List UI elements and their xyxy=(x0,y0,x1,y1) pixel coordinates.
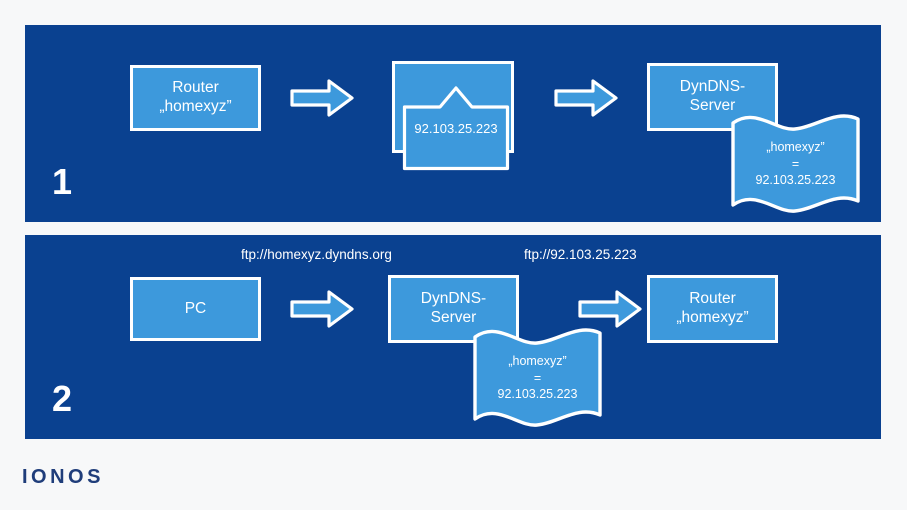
step2-arrow-right-2-icon xyxy=(577,287,643,331)
step2-caption-left: ftp://homexyz.dyndns.org xyxy=(241,247,392,262)
step2-arrow-right-1-icon xyxy=(289,287,355,331)
ionos-logo: IONOS xyxy=(22,466,104,488)
step1-envelope-icon xyxy=(402,85,510,171)
step-2-number: 2 xyxy=(52,378,73,419)
step2-pc-box: PC xyxy=(130,277,261,341)
step2-mapping-flag: „homexyz” = 92.103.25.223 xyxy=(470,323,605,433)
step1-router-box: Router „homexyz” xyxy=(130,65,261,131)
step-1-number: 1 xyxy=(52,161,73,202)
step1-ip-message: 92.103.25.223 xyxy=(388,61,518,173)
step1-arrow-right-2-icon xyxy=(553,76,619,120)
step-2-panel: 2 ftp://homexyz.dyndns.org ftp://92.103.… xyxy=(25,235,881,439)
step1-arrow-right-1-icon xyxy=(289,76,355,120)
step2-caption-right: ftp://92.103.25.223 xyxy=(524,247,637,262)
step1-mapping-flag: „homexyz” = 92.103.25.223 xyxy=(728,109,863,219)
step-1-panel: 1 Router „homexyz” 92.103.25.223 xyxy=(25,25,881,222)
step2-router-box: Router „homexyz” xyxy=(647,275,778,343)
